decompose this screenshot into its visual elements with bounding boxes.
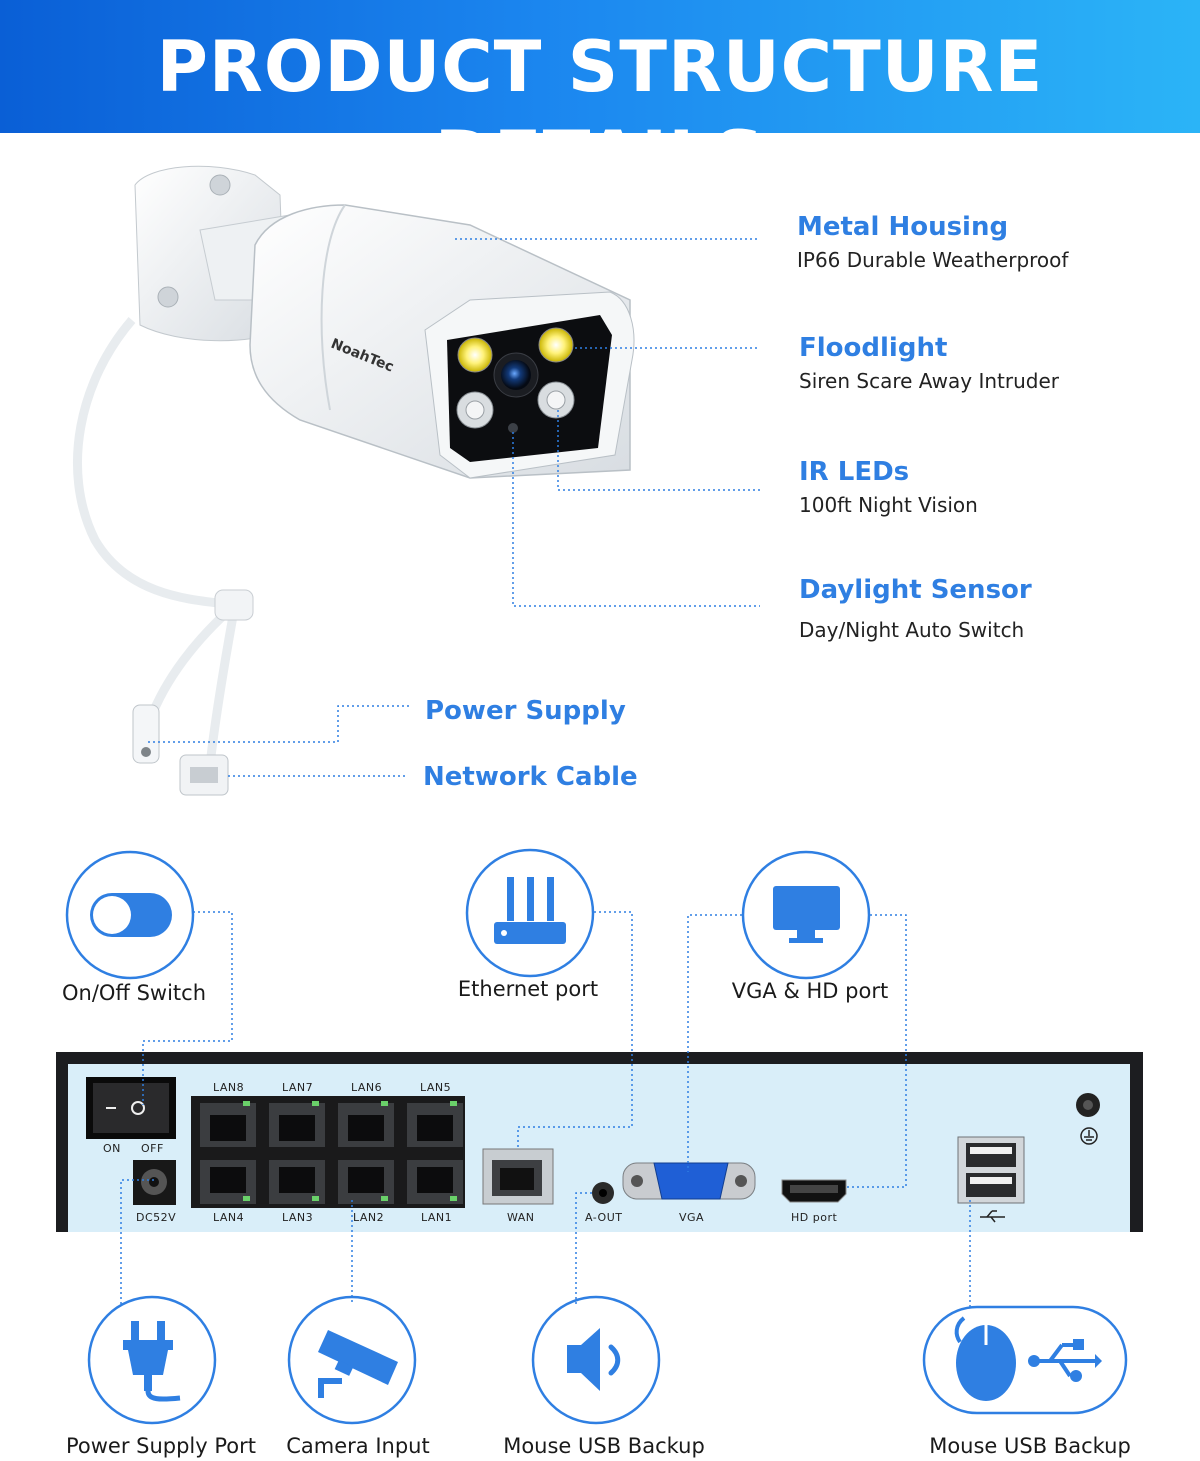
lan5-label: LAN5 bbox=[420, 1081, 451, 1094]
aout-label: A-OUT bbox=[585, 1211, 623, 1224]
icon-pill-usb bbox=[922, 1305, 1128, 1415]
label-mouse-usb-backup: Mouse USB Backup bbox=[929, 1434, 1131, 1458]
label-vga-hd-port: VGA & HD port bbox=[731, 979, 889, 1003]
label-on-off-switch: On/Off Switch bbox=[61, 981, 207, 1005]
feature-label-metal-housing: Metal Housing bbox=[797, 212, 1009, 242]
icon-circle-vga bbox=[741, 850, 871, 980]
label-mouse-usb-backup-audio: Mouse USB Backup bbox=[503, 1434, 705, 1458]
camera-leader-lines bbox=[148, 238, 760, 777]
dc-label: DC52V bbox=[136, 1211, 176, 1224]
label-camera-input: Camera Input bbox=[286, 1434, 430, 1458]
feature-desc-ir-leds: 100ft Night Vision bbox=[799, 493, 978, 517]
vga-port bbox=[622, 1162, 756, 1200]
feature-desc-daylight-sensor: Day/Night Auto Switch bbox=[799, 618, 1025, 642]
dc-connector bbox=[132, 704, 160, 764]
icon-circle-power bbox=[87, 1295, 217, 1425]
router-icon bbox=[494, 877, 566, 944]
icon-circle-camera bbox=[287, 1295, 417, 1425]
icon-circle-switch bbox=[65, 850, 195, 980]
toggle-switch-icon bbox=[90, 893, 172, 937]
page-title: PRODUCT STRUCTURE DETAILS bbox=[156, 26, 1044, 198]
cable-label-power-supply: Power Supply bbox=[425, 696, 626, 726]
feature-label-ir-leds: IR LEDs bbox=[799, 457, 910, 487]
nvr-recorder bbox=[56, 1052, 1143, 1240]
lan4-label: LAN4 bbox=[213, 1211, 244, 1224]
ground-screw bbox=[1076, 1093, 1100, 1117]
hd-port-label: HD port bbox=[791, 1211, 837, 1224]
floodlight-led-right bbox=[538, 327, 574, 363]
label-power-supply-port: Power Supply Port bbox=[65, 1434, 257, 1458]
monitor-icon bbox=[773, 886, 840, 943]
lan3-label: LAN3 bbox=[282, 1211, 313, 1224]
floodlight-led-left bbox=[457, 337, 493, 373]
power-switch bbox=[86, 1077, 176, 1139]
wan-port bbox=[482, 1148, 554, 1205]
camera-illustration: NoahTec bbox=[73, 165, 760, 796]
lan7-label: LAN7 bbox=[282, 1081, 313, 1094]
camera-cable bbox=[73, 317, 236, 610]
lan1-label: LAN1 bbox=[421, 1211, 452, 1224]
header-banner: PRODUCT STRUCTURE DETAILS bbox=[0, 0, 1200, 198]
mouse-usb-icon bbox=[954, 1316, 1102, 1401]
vga-label: VGA bbox=[679, 1211, 704, 1224]
cctv-camera-icon bbox=[318, 1330, 398, 1398]
nvr-leader-lines bbox=[120, 911, 971, 1307]
switch-on-label: ON bbox=[103, 1142, 121, 1155]
lan-port-block bbox=[191, 1096, 465, 1208]
wan-label: WAN bbox=[507, 1211, 535, 1224]
icon-circle-ethernet bbox=[465, 848, 595, 978]
cable-splitter bbox=[214, 589, 254, 621]
lan6-label: LAN6 bbox=[351, 1081, 382, 1094]
icon-circle-audio bbox=[531, 1295, 661, 1425]
camera-lens bbox=[501, 360, 531, 390]
speaker-icon bbox=[567, 1328, 621, 1391]
usb-symbol-icon bbox=[980, 1210, 1005, 1223]
feature-label-floodlight: Floodlight bbox=[799, 333, 948, 363]
lan2-label: LAN2 bbox=[353, 1211, 384, 1224]
feature-desc-metal-housing: IP66 Durable Weatherproof bbox=[797, 248, 1069, 272]
audio-out-jack bbox=[592, 1182, 614, 1204]
label-ethernet-port: Ethernet port bbox=[457, 977, 599, 1001]
cable-label-network-cable: Network Cable bbox=[423, 762, 638, 792]
lan8-label: LAN8 bbox=[213, 1081, 244, 1094]
usb-ports bbox=[957, 1136, 1025, 1204]
dc-jack bbox=[133, 1160, 176, 1205]
daylight-sensor bbox=[508, 423, 518, 433]
feature-label-daylight-sensor: Daylight Sensor bbox=[799, 575, 1032, 605]
ground-symbol-icon bbox=[1080, 1127, 1098, 1145]
switch-off-label: OFF bbox=[141, 1142, 164, 1155]
hdmi-port bbox=[781, 1179, 847, 1203]
feature-desc-floodlight: Siren Scare Away Intruder bbox=[799, 369, 1059, 393]
power-plug-icon bbox=[123, 1321, 181, 1402]
